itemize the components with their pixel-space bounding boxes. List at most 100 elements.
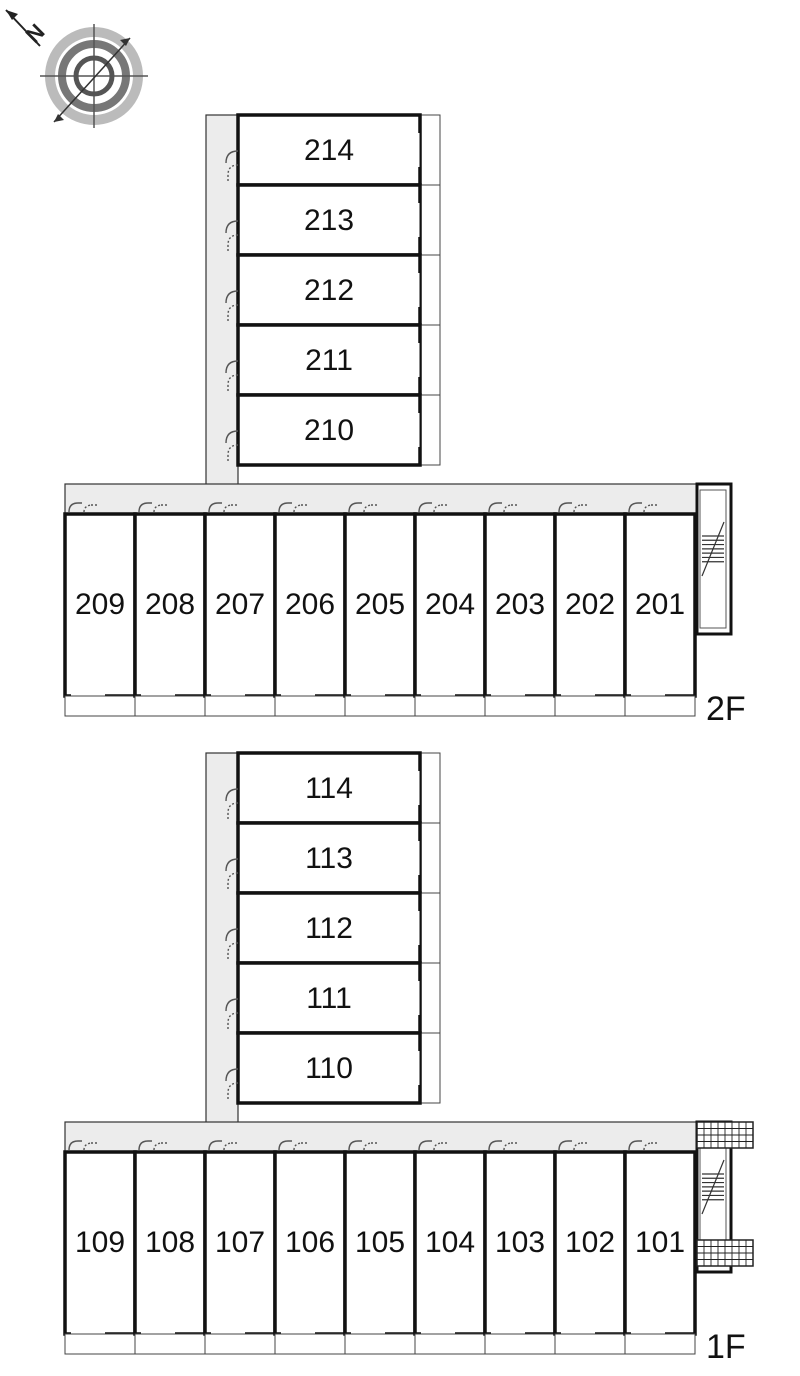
door-swing-icon xyxy=(225,360,239,391)
unit-202: 202 xyxy=(553,502,627,717)
unit-label: 114 xyxy=(305,772,353,805)
unit-label: 101 xyxy=(635,1226,685,1259)
unit-label: 211 xyxy=(305,344,353,377)
unit-201: 201 xyxy=(623,502,697,717)
door-swing-icon xyxy=(68,1140,97,1151)
unit-label: 207 xyxy=(215,588,265,621)
unit-213: 213 xyxy=(225,183,441,257)
door-swing-icon xyxy=(558,502,587,513)
unit-label: 108 xyxy=(145,1226,195,1259)
door-swing-icon xyxy=(225,858,239,889)
door-swing-icon xyxy=(278,1140,307,1151)
wing-corridor xyxy=(205,114,239,501)
unit-104: 104 xyxy=(413,1140,487,1355)
unit-label: 214 xyxy=(304,134,354,167)
unit-label: 201 xyxy=(635,588,685,621)
door-swing-icon xyxy=(208,502,237,513)
floor-label: 1F xyxy=(706,1328,746,1366)
unit-label: 112 xyxy=(305,912,353,945)
door-swing-icon xyxy=(68,502,97,513)
unit-103: 103 xyxy=(483,1140,557,1355)
unit-105: 105 xyxy=(343,1140,417,1355)
unit-205: 205 xyxy=(343,502,417,717)
door-swing-icon xyxy=(225,150,239,181)
compass-rose-icon: N xyxy=(5,9,148,128)
unit-label: 102 xyxy=(565,1226,615,1259)
floor-2f: 214 213 212 211 210 209 208 207 206 205 204 203 202 2… xyxy=(63,113,746,728)
unit-114: 114 xyxy=(225,751,441,825)
door-swing-icon xyxy=(138,1140,167,1151)
unit-108: 108 xyxy=(133,1140,207,1355)
unit-label: 209 xyxy=(75,588,125,621)
main-corridor xyxy=(64,483,698,515)
stairwell xyxy=(695,482,733,636)
door-swing-icon xyxy=(488,1140,517,1151)
unit-label: 206 xyxy=(285,588,335,621)
main-corridor xyxy=(64,1121,698,1153)
unit-107: 107 xyxy=(203,1140,277,1355)
door-swing-icon xyxy=(208,1140,237,1151)
unit-label: 210 xyxy=(304,414,354,447)
unit-label: 202 xyxy=(565,588,615,621)
unit-211: 211 xyxy=(225,323,441,397)
unit-106: 106 xyxy=(273,1140,347,1355)
north-label: N xyxy=(21,19,50,48)
unit-101: 101 xyxy=(623,1140,697,1355)
door-swing-icon xyxy=(628,502,657,513)
unit-label: 109 xyxy=(75,1226,125,1259)
staircase-icon xyxy=(701,1159,725,1215)
unit-112: 112 xyxy=(225,891,441,965)
unit-210: 210 xyxy=(225,393,441,467)
door-swing-icon xyxy=(348,502,377,513)
door-swing-icon xyxy=(138,502,167,513)
unit-110: 110 xyxy=(225,1031,441,1105)
unit-208: 208 xyxy=(133,502,207,717)
unit-113: 113 xyxy=(225,821,441,895)
unit-209: 209 xyxy=(63,502,137,717)
unit-label: 104 xyxy=(425,1226,475,1259)
unit-label: 208 xyxy=(145,588,195,621)
unit-label: 204 xyxy=(425,588,475,621)
unit-207: 207 xyxy=(203,502,277,717)
door-swing-icon xyxy=(348,1140,377,1151)
unit-102: 102 xyxy=(553,1140,627,1355)
unit-214: 214 xyxy=(225,113,441,187)
unit-label: 111 xyxy=(306,982,352,1015)
door-swing-icon xyxy=(418,502,447,513)
planter-grid-icon xyxy=(696,1121,754,1149)
unit-label: 203 xyxy=(495,588,545,621)
wing-corridor xyxy=(205,752,239,1139)
door-swing-icon xyxy=(225,220,239,251)
unit-label: 205 xyxy=(355,588,405,621)
unit-label: 212 xyxy=(304,274,354,307)
unit-212: 212 xyxy=(225,253,441,327)
door-swing-icon xyxy=(225,290,239,321)
unit-label: 105 xyxy=(355,1226,405,1259)
unit-label: 103 xyxy=(495,1226,545,1259)
door-swing-icon xyxy=(225,998,239,1029)
door-swing-icon xyxy=(418,1140,447,1151)
door-swing-icon xyxy=(225,788,239,819)
unit-206: 206 xyxy=(273,502,347,717)
unit-label: 106 xyxy=(285,1226,335,1259)
door-swing-icon xyxy=(225,928,239,959)
door-swing-icon xyxy=(628,1140,657,1151)
door-swing-icon xyxy=(558,1140,587,1151)
unit-label: 213 xyxy=(304,204,354,237)
unit-204: 204 xyxy=(413,502,487,717)
unit-111: 111 xyxy=(225,961,441,1035)
planter-grid-icon xyxy=(696,1239,754,1267)
unit-label: 107 xyxy=(215,1226,265,1259)
door-swing-icon xyxy=(278,502,307,513)
floor-label: 2F xyxy=(706,690,746,728)
door-swing-icon xyxy=(488,502,517,513)
unit-label: 113 xyxy=(305,842,353,875)
floor-1f: 114 113 112 111 110 109 108 107 106 105 104 103 102 1… xyxy=(63,751,754,1366)
door-swing-icon xyxy=(225,430,239,461)
unit-109: 109 xyxy=(63,1140,137,1355)
unit-label: 110 xyxy=(305,1052,353,1085)
unit-203: 203 xyxy=(483,502,557,717)
door-swing-icon xyxy=(225,1068,239,1099)
staircase-icon xyxy=(701,521,725,577)
